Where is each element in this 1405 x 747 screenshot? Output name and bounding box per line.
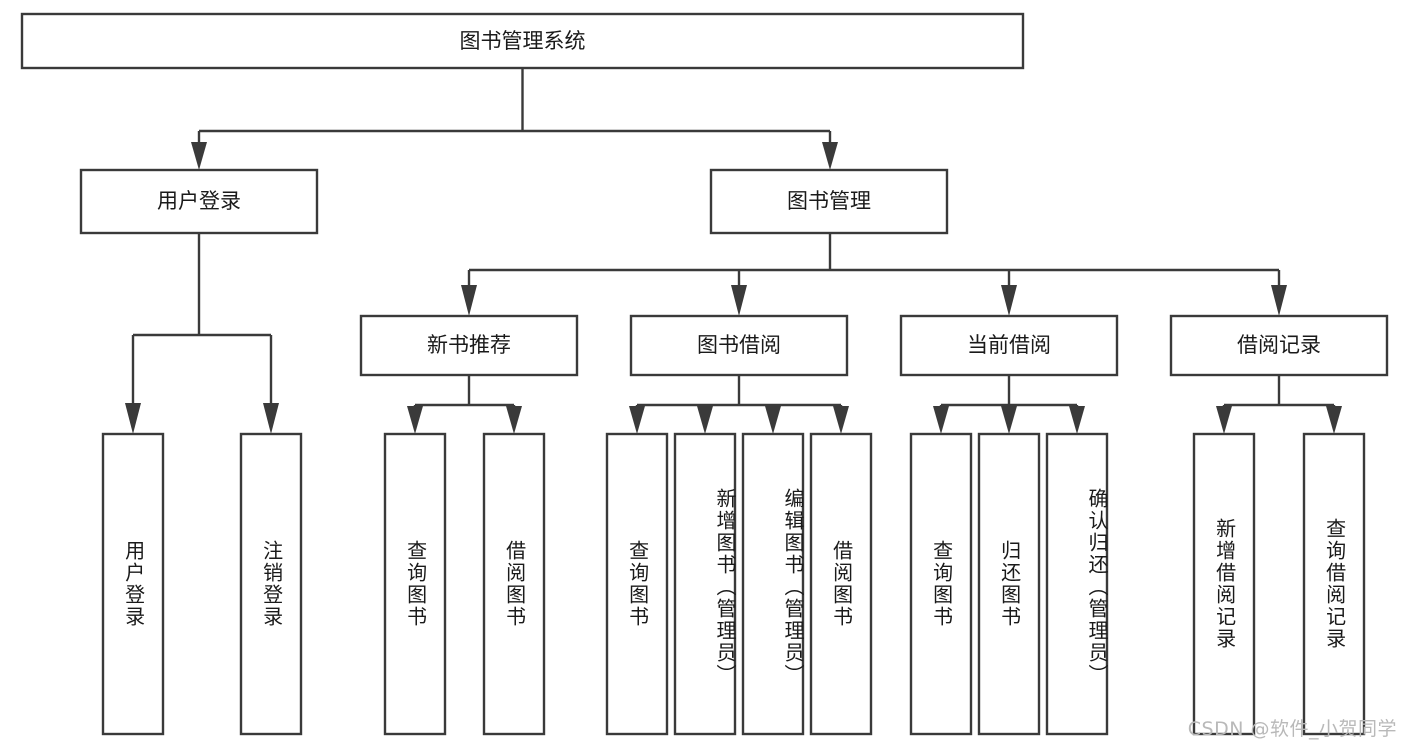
node-box-leaf-query-book-2[interactable] — [605, 432, 669, 736]
node-label-book-manage: 图书管理 — [787, 189, 871, 213]
node-box-leaf-return-book[interactable] — [977, 432, 1041, 736]
node-box-leaf-logout-login[interactable] — [239, 432, 303, 736]
node-box-user-login[interactable] — [79, 168, 319, 235]
arrow-head-leaf-user-login — [125, 403, 141, 434]
arrow-head-current-borrow — [1001, 285, 1017, 316]
connector-group-current-borrow — [933, 375, 1085, 434]
arrow-head-leaf-return-book — [1001, 406, 1017, 434]
arrow-head-book-manage — [822, 142, 838, 170]
node-box-leaf-add-book[interactable] — [673, 432, 737, 736]
node-label-user-login: 用户登录 — [157, 189, 241, 213]
arrow-head-leaf-query-book-1 — [407, 406, 423, 434]
node-box-leaf-query-book-1[interactable] — [383, 432, 447, 736]
node-box-leaf-query-record[interactable] — [1302, 432, 1366, 736]
node-box-current-borrow[interactable] — [899, 314, 1119, 377]
node-label-book-borrow: 图书借阅 — [697, 333, 781, 357]
node-box-leaf-edit-book[interactable] — [741, 432, 805, 736]
connector-group-book-borrow — [629, 375, 849, 434]
connector-group-book-manage — [461, 233, 1287, 316]
node-label-borrow-record: 借阅记录 — [1237, 333, 1321, 357]
node-box-book-borrow[interactable] — [629, 314, 849, 377]
node-box-leaf-add-record[interactable] — [1192, 432, 1256, 736]
connector-group-new-book-recommend — [407, 375, 522, 434]
arrow-head-leaf-borrow-book-2 — [833, 406, 849, 434]
arrow-head-leaf-edit-book — [765, 406, 781, 434]
node-box-leaf-user-login[interactable] — [101, 432, 165, 736]
node-box-new-book-recommend[interactable] — [359, 314, 579, 377]
node-box-borrow-record[interactable] — [1169, 314, 1389, 377]
node-label-root: 图书管理系统 — [460, 29, 586, 53]
arrow-head-leaf-add-record — [1216, 406, 1232, 434]
arrow-head-leaf-borrow-book-1 — [506, 406, 522, 434]
arrow-head-user-login — [191, 142, 207, 170]
arrow-head-leaf-logout-login — [263, 403, 279, 434]
connector-group-root — [191, 68, 838, 170]
node-label-new-book-recommend: 新书推荐 — [427, 333, 511, 357]
arrow-head-borrow-record — [1271, 285, 1287, 316]
node-box-leaf-borrow-book-1[interactable] — [482, 432, 546, 736]
node-box-root[interactable] — [20, 12, 1025, 70]
arrow-head-leaf-add-book — [697, 406, 713, 434]
arrow-head-new-book-recommend — [461, 285, 477, 316]
node-box-leaf-query-book-3[interactable] — [909, 432, 973, 736]
node-box-leaf-borrow-book-2[interactable] — [809, 432, 873, 736]
node-box-leaf-confirm-return[interactable] — [1045, 432, 1109, 736]
arrow-head-book-borrow — [731, 285, 747, 316]
watermark-text: CSDN @软件_小贺同学 — [1187, 718, 1397, 740]
arrow-head-leaf-confirm-return — [1069, 406, 1085, 434]
arrow-head-leaf-query-book-2 — [629, 406, 645, 434]
connector-group-user-login — [125, 233, 279, 434]
arrow-head-leaf-query-book-3 — [933, 406, 949, 434]
arrow-head-leaf-query-record — [1326, 406, 1342, 434]
connector-group-borrow-record — [1216, 375, 1342, 434]
node-label-current-borrow: 当前借阅 — [967, 333, 1051, 357]
node-box-book-manage[interactable] — [709, 168, 949, 235]
